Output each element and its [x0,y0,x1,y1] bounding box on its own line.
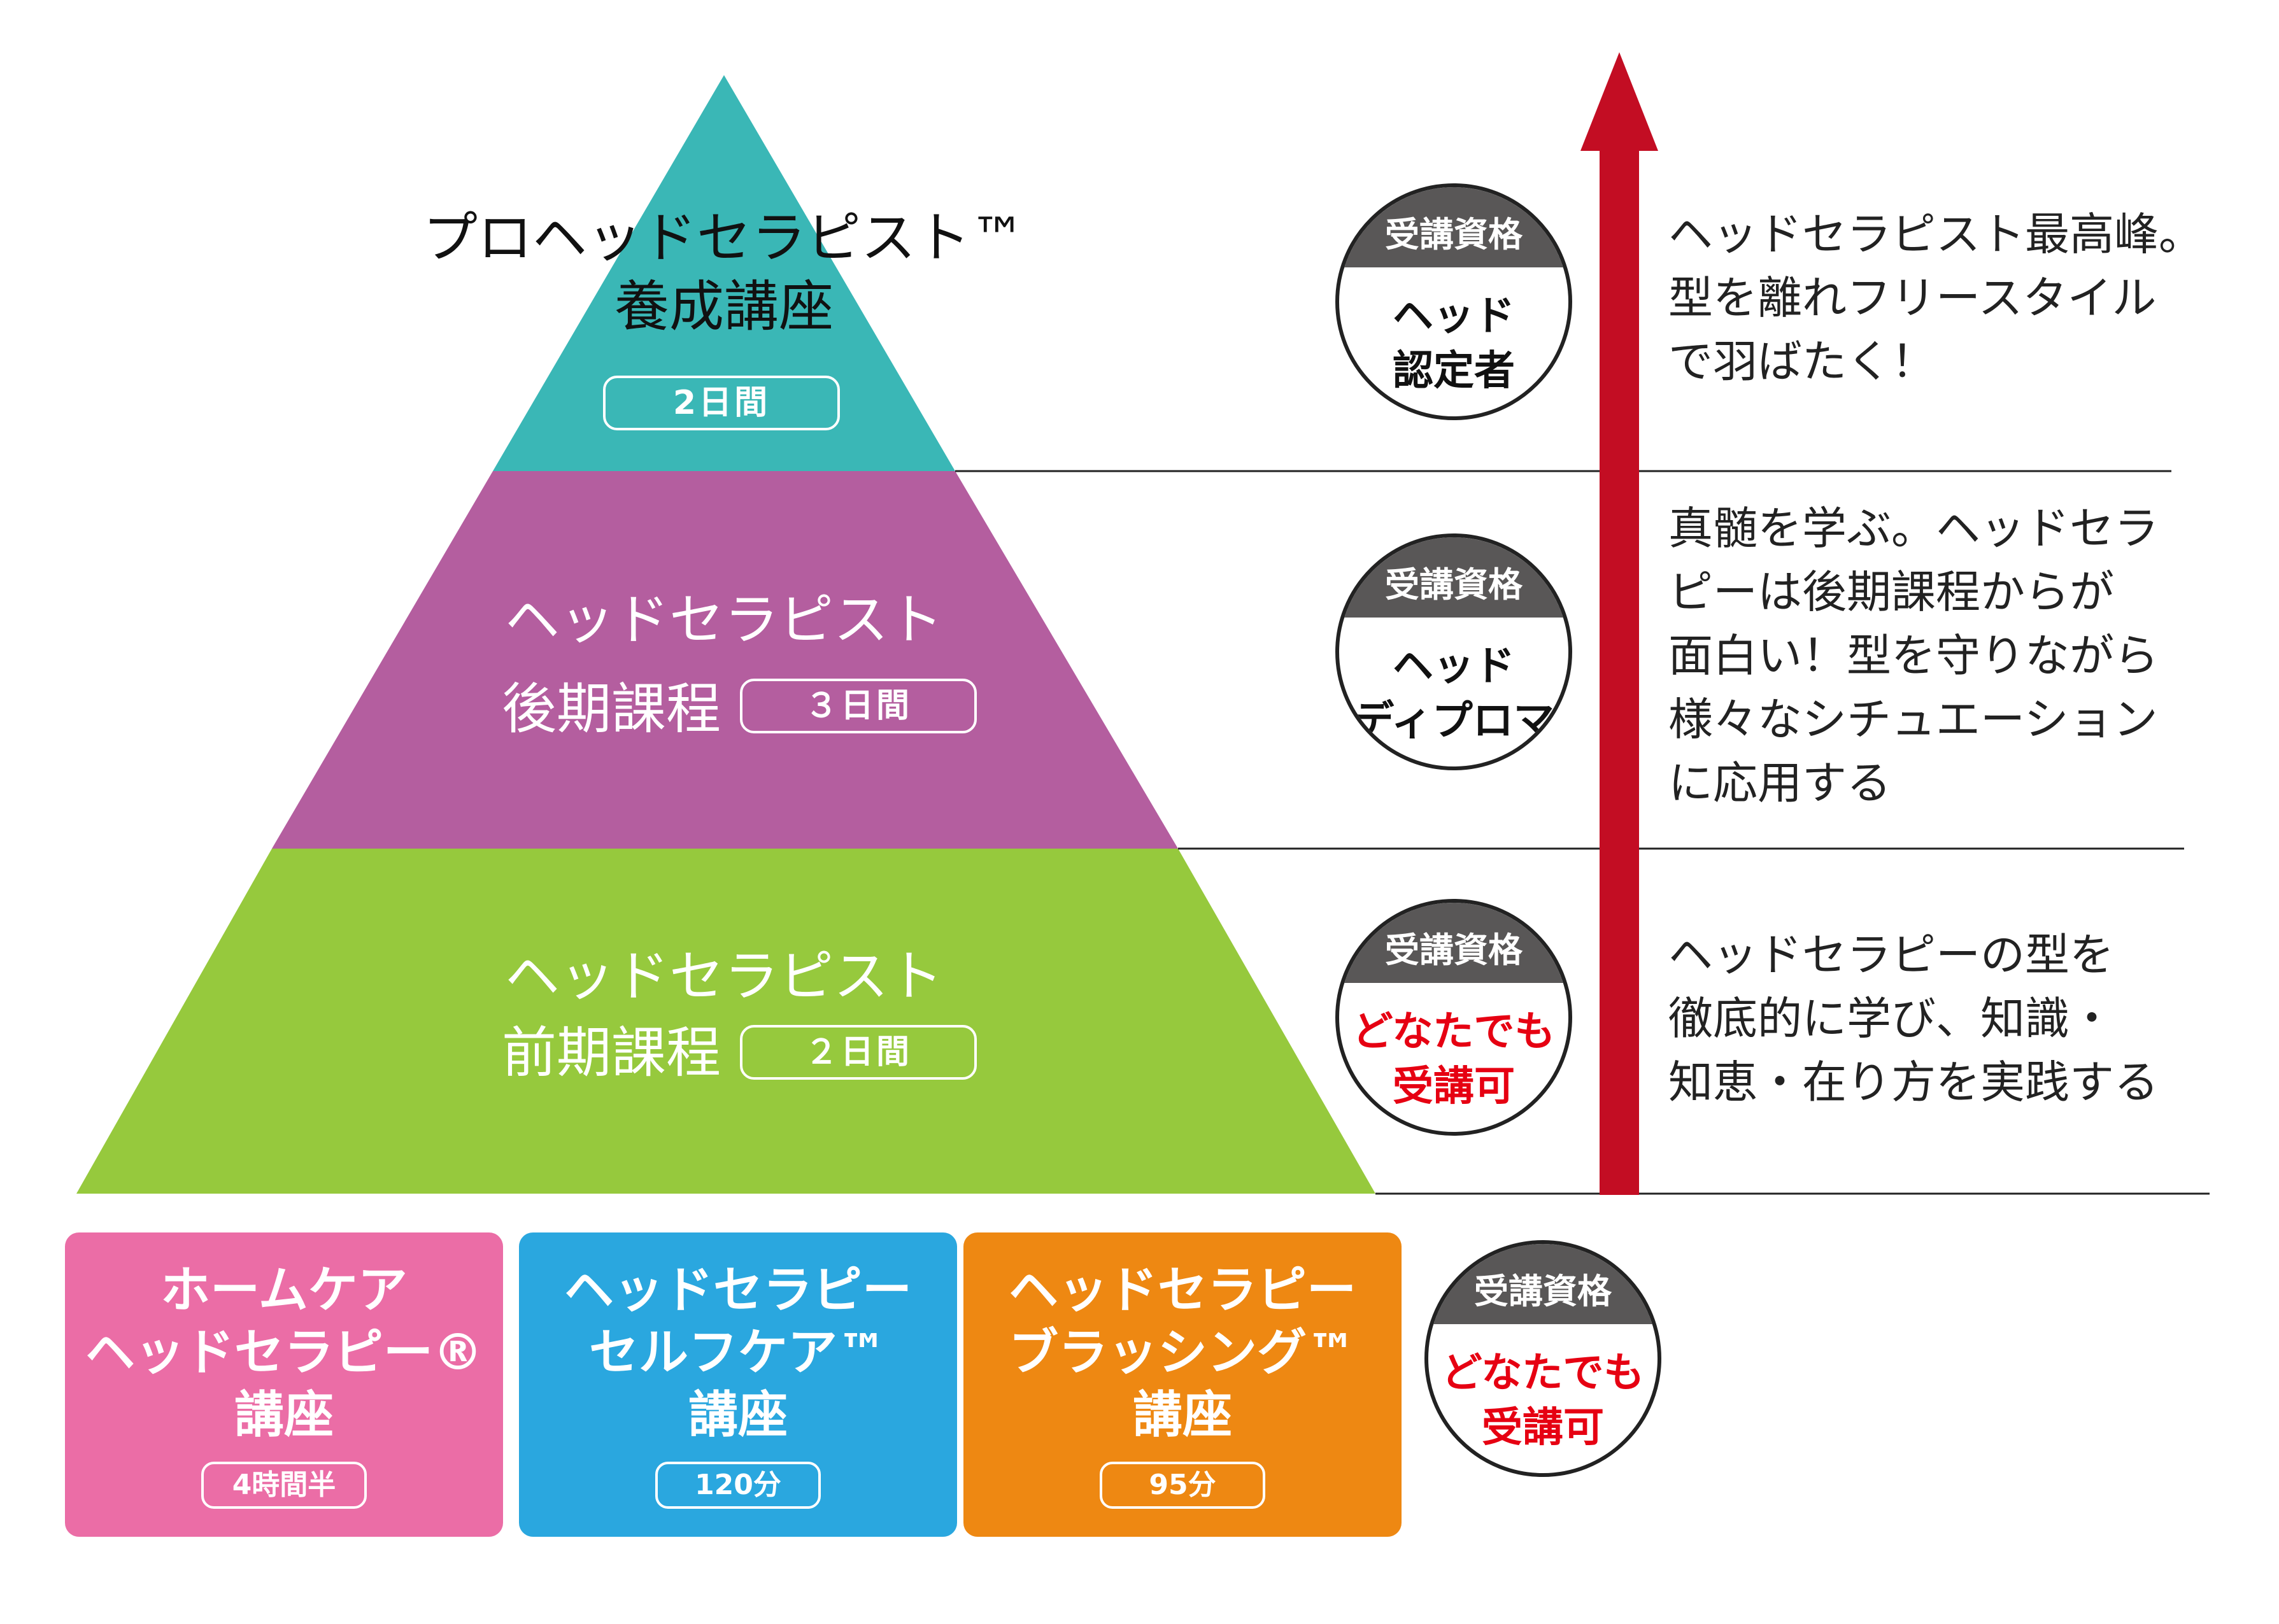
description-top: ヘッドセラピスト最高峰。 型を離れフリースタイル で羽ばたく！ [1668,202,2203,393]
badge-line2: 受講可 [1482,1404,1604,1451]
course-duration: 120分 [655,1462,821,1509]
top-tier-duration: 2日間 [603,376,840,430]
description-line: で羽ばたく！ [1668,335,1936,388]
top-tier-line1: プロヘッドセラピスト™ [423,206,1025,270]
qualification-badge-top: 受講資格 ヘッド 認定者 [1335,183,1572,420]
badge-header: 受講資格 [1339,903,1568,983]
arrow-shaft [1600,146,1639,1195]
middle-tier-duration: ３日間 [740,679,977,733]
description-line: 面白い！型を守りながら [1668,630,2159,682]
top-tier-line2: 養成講座 [614,275,834,339]
course-line3: 講座 [688,1387,788,1444]
course-line1: ヘッドセラピー [564,1262,912,1319]
bottom-tier-line1: ヘッドセラピスト [505,945,943,1008]
description-middle: 真髄を学ぶ。ヘッドセラ ピーは後期課程からが 面白い！型を守りながら 様々なシチ… [1668,497,2159,815]
bottom-tier-line2: 前期課程 [502,1021,721,1085]
top-tier-title: プロヘッドセラピスト™ 養成講座 [406,204,1042,341]
badge-header: 受講資格 [1339,537,1568,618]
arrow-head [1580,52,1658,151]
description-line: 様々なシチュエーション [1668,693,2158,745]
badge-body: ヘッド ディプロマ [1339,639,1568,749]
badge-header: 受講資格 [1428,1244,1658,1324]
description-line: に応用する [1668,757,1891,809]
description-line: ヘッドセラピスト最高峰。 [1668,208,2203,260]
course-line1: ヘッドセラピー [1008,1262,1356,1319]
course-line2: ヘッドセラピー® [85,1324,483,1381]
course-line1: ホームケア [160,1262,408,1319]
qualification-badge-bottom: 受講資格 どなたでも 受講可 [1335,899,1572,1136]
course-line2: セルフケア™ [588,1324,887,1381]
badge-body: ヘッド 認定者 [1339,289,1568,399]
middle-tier-line2: 後期課程 [502,677,721,741]
description-line: 徹底的に学び、知識・ [1668,992,2114,1045]
course-duration: 95分 [1100,1462,1265,1509]
description-line: 型を離れフリースタイル [1668,272,2157,324]
basic-course-selfcare: ヘッドセラピー セルフケア™ 講座 120分 [519,1232,957,1537]
basic-course-brushing: ヘッドセラピー ブラッシング™ 講座 95分 [963,1232,1402,1537]
badge-body: どなたでも 受講可 [1339,1005,1568,1114]
badge-line1: ヘッド [1393,293,1515,340]
course-line3: 講座 [1132,1387,1232,1444]
description-bottom: ヘッドセラピーの型を 徹底的に学び、知識・ 知恵・在り方を実践する [1668,923,2159,1114]
badge-line2: ディプロマ [1353,698,1554,745]
badge-body: どなたでも 受講可 [1428,1346,1658,1455]
description-line: 真髄を学ぶ。ヘッドセラ [1668,502,2159,554]
course-duration: 4時間半 [201,1462,367,1509]
description-line: ピーは後期課程からが [1668,566,2114,618]
pyramid-top-tier [493,75,955,471]
course-line2: ブラッシング™ [1008,1324,1356,1381]
pyramid-middle-tier [272,471,1178,849]
bottom-tier-duration: ２日間 [740,1025,977,1080]
middle-tier-line1: ヘッドセラピスト [505,588,943,652]
badge-line2: 認定者 [1393,348,1515,395]
badge-line1: どなたでも [1441,1350,1645,1397]
badge-line1: どなたでも [1352,1008,1556,1056]
course-line3: 講座 [234,1387,334,1444]
description-line: ヘッドセラピーの型を [1668,929,2114,981]
qualification-badge-basic: 受講資格 どなたでも 受講可 [1424,1240,1661,1477]
pyramid-bottom-tier [76,849,1375,1194]
qualification-badge-middle: 受講資格 ヘッド ディプロマ [1335,533,1572,770]
badge-line2: 受講可 [1393,1063,1515,1110]
basic-course-homecare: ホームケア ヘッドセラピー® 講座 4時間半 [65,1232,503,1537]
badge-header: 受講資格 [1339,187,1568,267]
description-line: 知恵・在り方を実践する [1668,1056,2159,1108]
badge-line1: ヘッド [1393,643,1515,690]
